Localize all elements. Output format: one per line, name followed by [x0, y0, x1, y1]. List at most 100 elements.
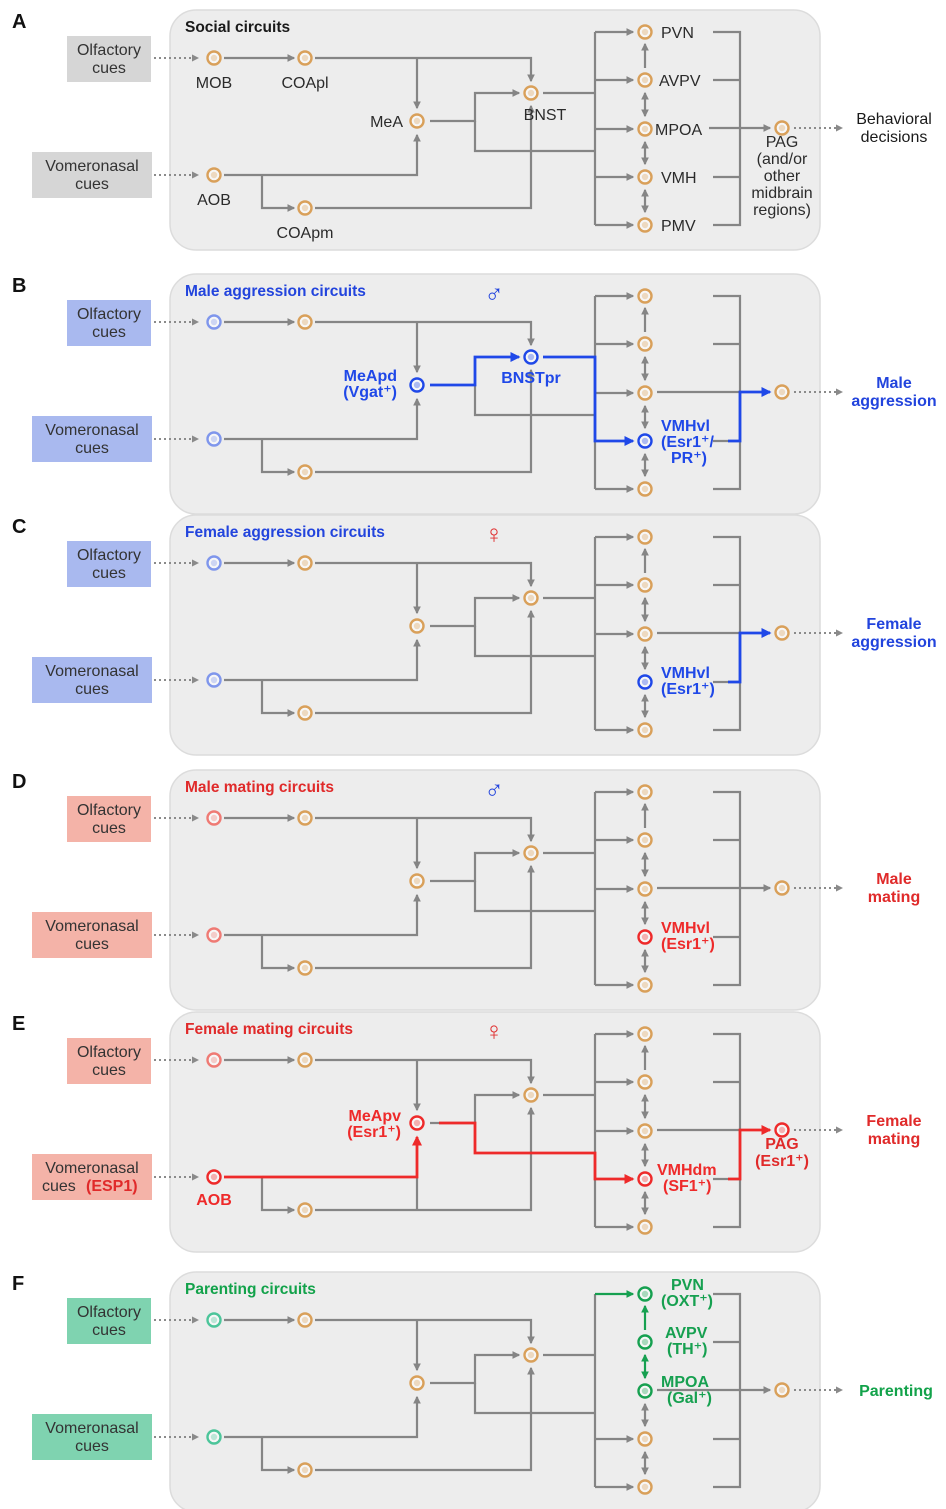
mob-node — [206, 555, 222, 571]
olfactory-label: Olfactory — [77, 547, 141, 564]
coapl-node-core — [301, 559, 309, 567]
outcome-label: mating — [868, 889, 920, 906]
sex-symbol: ♂ — [484, 278, 504, 308]
panel-title: Female aggression circuits — [185, 524, 385, 541]
c2-node-core — [641, 836, 649, 844]
panel-title: Male mating circuits — [185, 779, 334, 796]
bnstpr-to-vmhvl — [543, 355, 635, 447]
output-node-label: (Esr1⁺) — [755, 1153, 809, 1170]
node-label-mob: MOB — [196, 75, 232, 92]
c4-node — [637, 674, 653, 690]
coapm-to-bnst — [315, 609, 535, 715]
panel-background — [169, 769, 821, 1011]
coapl-node — [297, 1052, 313, 1068]
vmhdm-to-pag — [728, 1124, 772, 1181]
node-label-c3: MPOA — [661, 1374, 709, 1391]
aob-to-mea — [224, 638, 421, 682]
vomeronasal-label: cues — [75, 681, 109, 698]
c5-node-core — [641, 981, 649, 989]
coapl-to-bnst — [315, 320, 535, 347]
vomeronasal-cues-box — [32, 912, 152, 958]
olfactory-label: cues — [92, 324, 126, 341]
outcome-label: Male — [876, 375, 912, 392]
c1-node — [637, 1026, 653, 1042]
sex-symbol: ♀ — [484, 1016, 504, 1046]
coapm-node-core — [301, 709, 309, 717]
c1-node — [637, 288, 653, 304]
out-node — [774, 384, 790, 400]
c3-node-core — [641, 885, 649, 893]
coapm-node — [297, 705, 313, 721]
output-node-label: other — [764, 168, 801, 185]
c5-node — [637, 1219, 653, 1235]
coapl-node — [297, 1312, 313, 1328]
c1-node-core — [641, 788, 649, 796]
out-node-core — [778, 124, 786, 132]
coapm-node — [297, 1202, 313, 1218]
bnst-node-core — [527, 849, 535, 857]
outcome-label: Behavioral — [856, 111, 932, 128]
mea-node — [409, 1115, 425, 1131]
c3-node — [637, 121, 653, 137]
c1-node-core — [641, 1030, 649, 1038]
olfactory-label: Olfactory — [77, 42, 141, 59]
c4-node-core — [641, 173, 649, 181]
vomeronasal-label: Vomeronasal — [45, 663, 138, 680]
olfactory-cues-box — [67, 1298, 151, 1344]
aob-node — [206, 431, 222, 447]
c1-node-core — [641, 292, 649, 300]
c5-node — [637, 1479, 653, 1495]
panel-background — [169, 1271, 821, 1509]
olfactory-label: Olfactory — [77, 802, 141, 819]
node-label-c3: (Gal⁺) — [667, 1390, 712, 1407]
mea-node-core — [413, 622, 421, 630]
vmhvl-to-output — [728, 627, 772, 684]
coapl-to-bnst — [315, 56, 535, 83]
mob-node-core — [210, 1056, 218, 1064]
node-label-c4: VMHdm — [657, 1162, 717, 1179]
mea-node-core — [413, 381, 421, 389]
aob-node-core — [210, 1173, 218, 1181]
c1-node-core — [641, 1290, 649, 1298]
aob-to-mea — [224, 893, 421, 937]
coapm-node-core — [301, 204, 309, 212]
mob-node-core — [210, 54, 218, 62]
vomeronasal-label: cues — [75, 1438, 109, 1455]
node-label-c3: MPOA — [655, 122, 702, 139]
c1-node-core — [641, 533, 649, 541]
c4-node-core — [641, 678, 649, 686]
coapm-node — [297, 464, 313, 480]
coapl-node-core — [301, 54, 309, 62]
aob-node — [206, 672, 222, 688]
c5-node-core — [641, 1223, 649, 1231]
olfactory-cues-box — [67, 300, 151, 346]
outcome-label: Female — [866, 1113, 921, 1130]
c4-node — [637, 1431, 653, 1447]
out-node-core — [778, 1386, 786, 1394]
c3-node-core — [641, 1387, 649, 1395]
c2-node-core — [641, 1078, 649, 1086]
vmhvl-to-output — [728, 386, 772, 443]
out-node — [774, 625, 790, 641]
coapm-node — [297, 960, 313, 976]
outcome-label: Parenting — [859, 1383, 933, 1400]
c1-node-core — [641, 28, 649, 36]
mea-to-bnst — [430, 594, 521, 628]
vomeronasal-label: Vomeronasal — [45, 918, 138, 935]
olfactory-cues-box — [67, 796, 151, 842]
out-node — [774, 120, 790, 136]
node-label-c4: VMHvl — [661, 418, 710, 435]
vomeronasal-label: cues — [42, 1178, 76, 1195]
node-label-coapl: COApl — [281, 75, 328, 92]
bnst-node — [523, 1087, 539, 1103]
coapl-to-bnst — [315, 561, 535, 588]
node-label-aob: AOB — [196, 1192, 232, 1209]
bnst-node-core — [527, 89, 535, 97]
c3-node-core — [641, 389, 649, 397]
olfactory-label: Olfactory — [77, 1304, 141, 1321]
aob-to-coapm — [260, 439, 296, 476]
c3-node — [637, 385, 653, 401]
mob-node-core — [210, 318, 218, 326]
mea-to-bnst — [430, 849, 521, 883]
